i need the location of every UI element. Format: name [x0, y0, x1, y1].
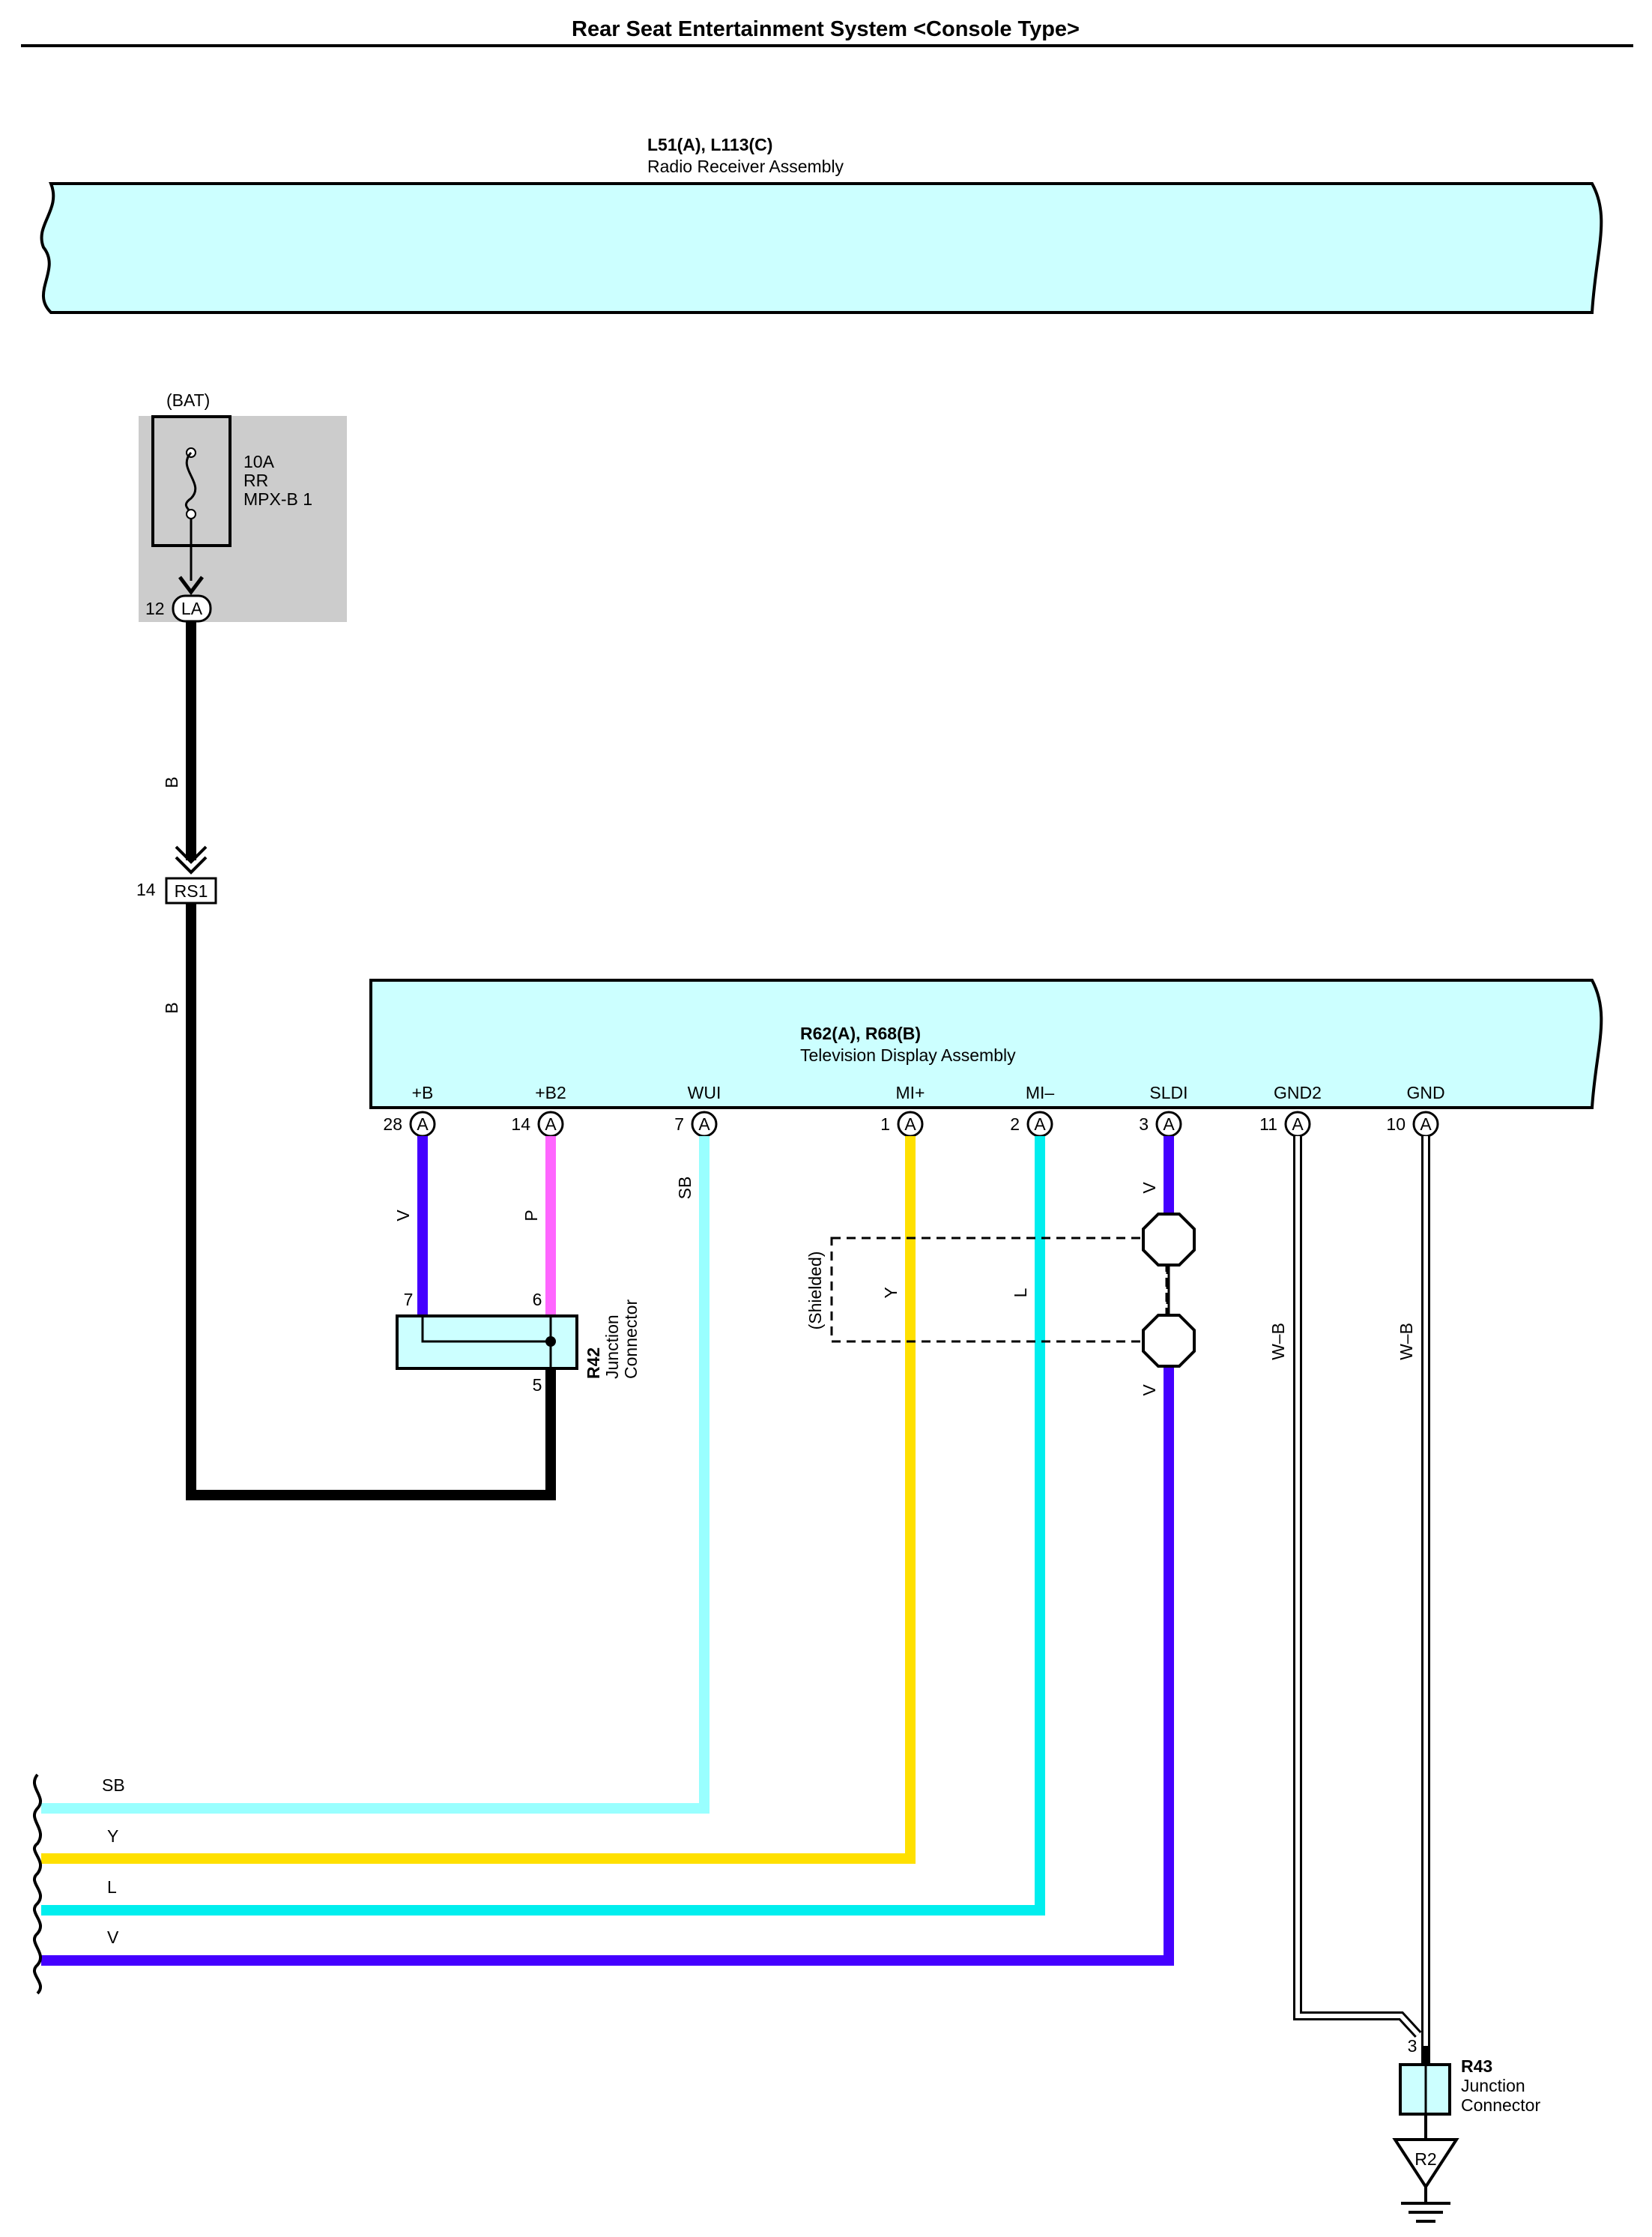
radio-name: Radio Receiver Assembly — [647, 157, 844, 176]
tv-pin-gnd: GND 10 A — [1386, 1083, 1445, 1138]
fuse-name: MPX-B 1 — [243, 489, 312, 509]
r42-line2: Connector — [621, 1299, 641, 1379]
pin-label: MI+ — [896, 1083, 925, 1102]
r42-pin-b: 5 — [533, 1375, 542, 1395]
r42-pin-v: 7 — [404, 1290, 414, 1309]
pin-number: 10 — [1386, 1114, 1406, 1134]
double-chevron-down-icon — [175, 845, 208, 875]
pin-label: SLDI — [1149, 1083, 1187, 1102]
offpage-label-y: Y — [107, 1826, 118, 1846]
tv-pin-plus-b2: +B2 14 A — [511, 1083, 566, 1138]
pin-label: MI– — [1026, 1083, 1055, 1102]
tv-pin-gnd2: GND2 11 A — [1259, 1083, 1322, 1138]
pin-number: 28 — [383, 1114, 402, 1134]
fuse-line2: RR — [243, 471, 268, 490]
fuse-rating: 10A — [243, 452, 275, 471]
wire-break-mark-icon — [32, 1773, 43, 1995]
shield-box — [830, 1237, 1168, 1343]
pin-number: 7 — [674, 1114, 684, 1134]
tv-name: Television Display Assembly — [800, 1045, 1016, 1065]
pin-number: 2 — [1010, 1114, 1020, 1134]
wire-wb-gnd2-inner — [1295, 1136, 1420, 2037]
la-connector-label: LA — [181, 599, 203, 618]
wire-y-mi-plus — [41, 1136, 916, 1864]
pin-connector-label: A — [1034, 1114, 1046, 1134]
r43-line1: Junction — [1461, 2076, 1525, 2095]
ground-point-label: R2 — [1415, 2149, 1436, 2169]
pin-connector-label: A — [1163, 1114, 1175, 1134]
arrow-down-icon — [178, 576, 204, 596]
pin-connector-label: A — [545, 1114, 557, 1134]
wire-wb-gnd2 — [1293, 1136, 1422, 2038]
rs1-connector — [165, 877, 217, 905]
r43-id: R43 — [1461, 2056, 1492, 2076]
wire-b-lower — [186, 903, 556, 1500]
fuse-bottom-terminal — [186, 509, 196, 519]
pin-label: GND — [1406, 1083, 1444, 1102]
r42-id: R42 — [584, 1347, 603, 1379]
pin-label: +B2 — [535, 1083, 566, 1102]
page-title: Rear Seat Entertainment System <Console … — [572, 17, 1080, 41]
wire-label-wb-gnd: W–B — [1397, 1323, 1416, 1360]
wire-label-v-sldi-upper: V — [1140, 1182, 1159, 1194]
tv-pin-mi-minus: MI– 2 A — [1010, 1083, 1055, 1138]
wire-label-wb-gnd2: W–B — [1268, 1323, 1288, 1360]
shield-ground-octagon-upper — [1142, 1213, 1196, 1267]
la-connector — [172, 594, 212, 623]
r42-pin-p: 6 — [533, 1290, 542, 1309]
tv-id: R62(A), R68(B) — [800, 1024, 921, 1043]
wire-label-b-lower: B — [162, 1002, 181, 1013]
wire-label-sb-wui: SB — [675, 1177, 695, 1200]
offpage-label-v: V — [107, 1927, 119, 1947]
r42-label-group: R42 Junction Connector — [584, 1299, 641, 1379]
wire-l-mi-minus — [41, 1136, 1045, 1916]
ground-point-marker — [1392, 2138, 1459, 2190]
radio-id: L51(A), L113(C) — [647, 135, 772, 154]
pin-number: 3 — [1139, 1114, 1149, 1134]
fuse-box-background — [139, 416, 347, 622]
shield-ground-octagon-lower — [1142, 1314, 1196, 1368]
wire-label-l-mi-minus: L — [1011, 1287, 1030, 1297]
pin-label: +B — [412, 1083, 434, 1102]
pin-connector-label: A — [1420, 1114, 1432, 1134]
wire-label-p-plus-b2: P — [521, 1210, 541, 1221]
pin-number: 11 — [1259, 1114, 1277, 1134]
tv-pin-plus-b: +B 28 A — [383, 1083, 436, 1138]
offpage-label-l: L — [107, 1877, 117, 1897]
wire-label-b-upper: B — [162, 776, 181, 788]
fuse-source: (BAT) — [166, 390, 210, 410]
pin-connector-label: A — [1292, 1114, 1304, 1134]
r42-internal-bus — [421, 1317, 552, 1343]
wire-label-v-plus-b: V — [393, 1210, 413, 1222]
fuse-icon — [184, 451, 197, 515]
wire-label-v-sldi-lower: V — [1140, 1384, 1159, 1396]
pin-connector-label: A — [698, 1114, 710, 1134]
rs1-pin-number: 14 — [136, 880, 156, 899]
tv-pin-wui: WUI 7 A — [674, 1083, 721, 1138]
r42-splice-dot — [545, 1336, 556, 1347]
pin-connector-label: A — [417, 1114, 429, 1134]
wire-v-sldi-lower — [41, 1365, 1174, 1966]
tv-display-block — [369, 979, 1603, 1109]
pin-connector-label: A — [904, 1114, 916, 1134]
r43-line2: Connector — [1461, 2095, 1540, 2115]
pin-number: 14 — [511, 1114, 530, 1134]
rs1-connector-label: RS1 — [175, 881, 208, 901]
radio-receiver-block — [40, 182, 1603, 314]
shield-label: (Shielded) — [805, 1252, 825, 1330]
pin-label: WUI — [688, 1083, 721, 1102]
pin-number: 1 — [880, 1114, 890, 1134]
ground-icon — [1401, 2202, 1450, 2223]
r43-pin: 3 — [1408, 2036, 1417, 2056]
r42-line1: Junction — [602, 1314, 622, 1379]
wire-label-y-mi-plus: Y — [881, 1287, 901, 1298]
wire-sb-wui — [41, 1136, 709, 1814]
la-pin-number: 12 — [145, 599, 165, 618]
pin-label: GND2 — [1274, 1083, 1322, 1102]
offpage-label-sb: SB — [102, 1775, 125, 1795]
